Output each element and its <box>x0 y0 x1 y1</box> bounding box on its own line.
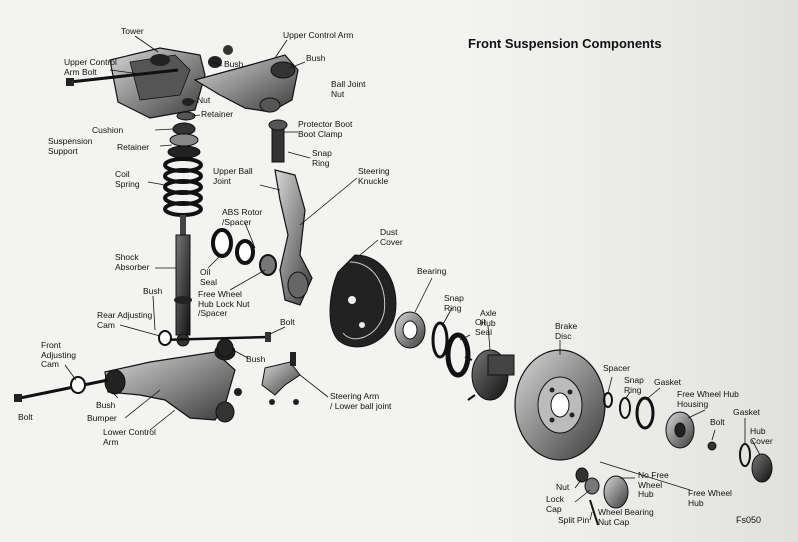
label-retainer-top: Retainer <box>201 109 234 119</box>
rear-adjusting-cam-part <box>158 330 271 358</box>
background-shading <box>468 0 798 542</box>
upper-control-arm-part <box>193 45 299 113</box>
label-lock-cap: Lock Cap <box>546 494 564 514</box>
label-rear-adjusting-cam: Rear Adjusting Cam <box>97 310 153 330</box>
oil-seal-mid-part <box>445 332 471 378</box>
upper-arm-bolt-part <box>69 68 179 84</box>
front-adjusting-cam-part <box>70 376 86 394</box>
label-bumper: Bumper <box>87 413 117 423</box>
label-tower: Tower <box>121 26 144 36</box>
label-bush-lower: Bush <box>246 354 266 364</box>
label-retainer-mid: Retainer <box>117 142 150 152</box>
label-front-adjusting-cam: Front Adjusting Cam <box>41 340 76 369</box>
label-gasket-right: Gasket <box>654 377 681 387</box>
label-bush-lower-left: Bush <box>96 400 116 410</box>
tower-part <box>109 47 206 119</box>
label-bush-mid: Bush <box>143 286 163 296</box>
label-bolt-right: Bolt <box>710 417 725 427</box>
label-no-free-wheel-hub: No Free Wheel Hub <box>638 470 669 499</box>
leader-lines <box>64 35 761 521</box>
label-snap-ring-top: Snap Ring <box>312 148 332 168</box>
label-bolt-mid: Bolt <box>280 317 295 327</box>
axle-hub-part <box>464 349 515 401</box>
brake-disc-part <box>514 349 606 461</box>
label-shock-absorber: Shock Absorber <box>115 252 150 272</box>
label-oil-seal-left: Oil Seal <box>200 267 218 287</box>
label-snap-ring-right: Snap Ring <box>624 375 644 395</box>
label-hub-cover: Hub Cover <box>750 426 773 446</box>
strut-top-stack <box>167 98 201 159</box>
label-free-wheel-hub-lock-nut: Free Wheel Hub Lock Nut /Spacer <box>198 289 250 318</box>
label-cushion: Cushion <box>92 125 124 135</box>
label-gasket-far: Gasket <box>733 407 760 417</box>
lower-arm-bolt-part <box>19 378 109 400</box>
free-wheel-hub-stack <box>603 392 773 483</box>
figure-code: Fs050 <box>736 515 762 525</box>
label-coil-spring: Coil Spring <box>115 169 140 189</box>
label-brake-disc: Brake Disc <box>555 321 578 341</box>
label-spacer: Spacer <box>603 363 630 373</box>
label-snap-ring-mid: Snap Ring <box>444 293 464 313</box>
label-oil-seal-mid: Oil Seal <box>475 317 493 337</box>
label-upper-ball-joint: Upper Ball Joint <box>213 166 253 186</box>
label-nut-top: Nut <box>197 95 211 105</box>
label-bearing: Bearing <box>417 266 447 276</box>
steering-knuckle-part <box>268 119 313 306</box>
label-steering-knuckle: Steering Knuckle <box>358 166 390 186</box>
label-steering-arm: Steering Arm / Lower ball joint <box>330 391 392 411</box>
coil-spring-part <box>163 157 203 217</box>
label-abs-rotor: ABS Rotor /Spacer <box>222 207 263 227</box>
bearing-part <box>394 311 426 349</box>
diagram-title: Front Suspension Components <box>468 36 662 51</box>
steering-arm-part <box>261 352 301 405</box>
wheel-bearing-nut-stack <box>575 467 629 526</box>
abs-rotor-seals <box>211 228 277 276</box>
label-free-wheel-hub: Free Wheel Hub <box>688 488 732 508</box>
label-upper-control-arm-bolt: Upper Control Arm Bolt <box>64 57 117 77</box>
label-wheel-bearing-nut-cap: Wheel Bearing Nut Cap <box>598 507 654 527</box>
label-bush-top: Bush <box>224 59 244 69</box>
label-lower-control-arm: Lower Control Arm <box>103 427 156 447</box>
dust-cover-part <box>329 254 397 348</box>
label-bolt-left: Bolt <box>18 412 33 422</box>
label-suspension-support: Suspension Support <box>48 136 93 156</box>
label-ball-joint-nut: Ball Joint Nut <box>331 79 366 99</box>
label-bush-upper-right: Bush <box>306 53 326 63</box>
label-nut-bottom: Nut <box>556 482 570 492</box>
label-split-pin: Split Pin <box>558 515 590 525</box>
label-dust-cover: Dust Cover <box>380 227 403 247</box>
label-axle-hub: Axle Hub <box>480 308 497 328</box>
shock-absorber-part <box>174 215 192 347</box>
label-free-wheel-hub-housing: Free Wheel Hub Housing <box>677 389 739 409</box>
snap-ring-mid-part <box>431 321 449 359</box>
label-protector-boot: Protector Boot Boot Clamp <box>298 119 353 139</box>
label-upper-control-arm: Upper Control Arm <box>283 30 354 40</box>
